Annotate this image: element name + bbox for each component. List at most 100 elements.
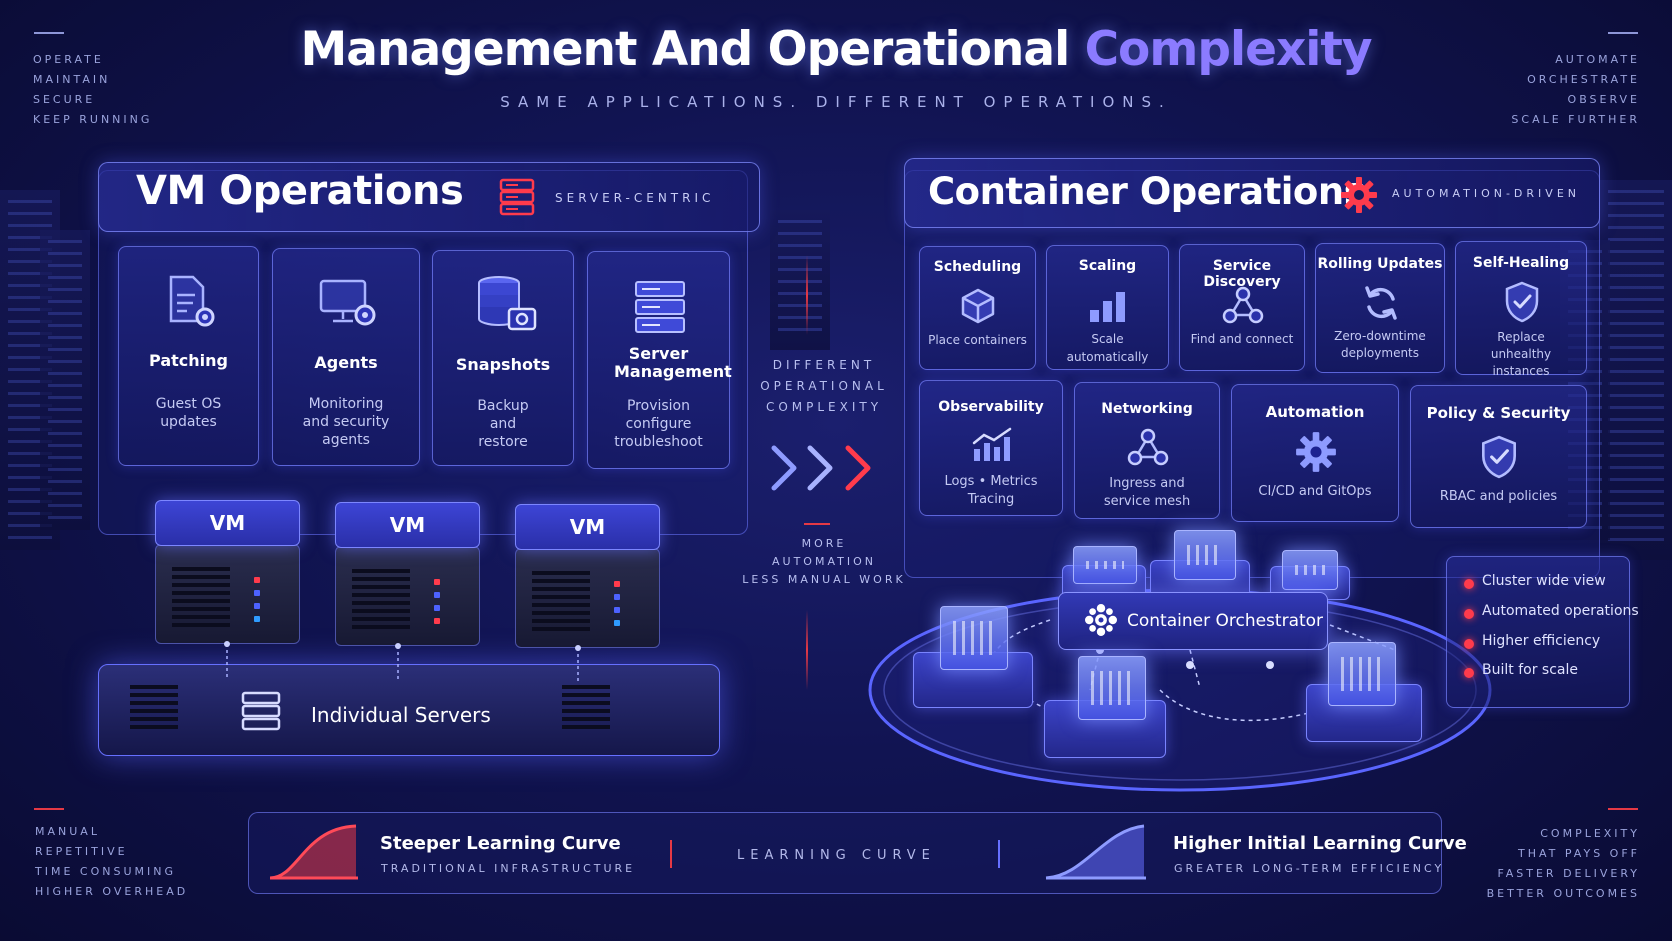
vm-led: [254, 603, 260, 609]
gear-icon: [1341, 177, 1377, 213]
card-description: Place containers: [928, 333, 1027, 347]
corner-word: THAT PAYS OFF: [1518, 847, 1640, 860]
bullet-dot: [1464, 639, 1474, 649]
container-card-policy-security: Policy & Security RBAC and policies: [1410, 385, 1587, 528]
corner-word: KEEP RUNNING: [33, 113, 153, 126]
vm-led: [254, 616, 260, 622]
container-card-self-healing: Self-Healing Replace unhealthy instances: [1455, 241, 1587, 378]
card-description: Ingress and service mesh: [1103, 476, 1191, 509]
container-cube: [1078, 656, 1146, 720]
divider-line: [806, 610, 808, 690]
skyline-building: [770, 210, 830, 350]
vm-card-agents: Agents Monitoring and security agents: [272, 248, 420, 466]
card-description: Guest OS updates: [155, 396, 222, 430]
vm-server: [155, 544, 300, 644]
vm-card-server-management: Server Management Provision configure tr…: [587, 251, 732, 469]
vm-led: [434, 579, 440, 585]
platform-vent: [562, 685, 610, 729]
card-title: Scheduling: [933, 259, 1022, 275]
corner-word: OBSERVE: [1567, 93, 1640, 106]
card-description: Find and connect: [1190, 332, 1294, 346]
corner-bottom-left: MANUAL REPETITIVE TIME CONSUMING HIGHER …: [35, 822, 188, 902]
card-title: Snapshots: [455, 355, 551, 374]
corner-word: OPERATE: [33, 53, 104, 66]
vm-label: VM: [155, 500, 300, 546]
page-subtitle: SAME APPLICATIONS. DIFFERENT OPERATIONS.: [500, 93, 1172, 111]
individual-servers-platform: [98, 664, 720, 756]
trend-chart-icon: [972, 427, 1012, 461]
card-description: Zero-downtime deployments: [1334, 329, 1426, 360]
container-cube: [1073, 546, 1137, 584]
vm-led: [614, 594, 620, 600]
corner-bottom-right: COMPLEXITY THAT PAYS OFF FASTER DELIVERY…: [1487, 824, 1640, 904]
vm-panel-tag: SERVER-CENTRIC: [555, 191, 715, 205]
gear-icon: [1296, 432, 1336, 472]
vm-led: [614, 620, 620, 626]
corner-dash: [1608, 808, 1638, 810]
learning-curve-bar: [248, 812, 1442, 894]
card-title: Observability: [938, 399, 1044, 415]
bar-divider-blue: [998, 840, 1000, 868]
card-description: Backup and restore: [477, 398, 529, 450]
container-cube: [1174, 530, 1236, 580]
corner-word: MANUAL: [35, 825, 100, 838]
vm-led: [434, 618, 440, 624]
container-card-observability: Observability Logs • Metrics Tracing: [919, 380, 1063, 516]
vm-grill: [172, 567, 230, 627]
vm-grill: [352, 569, 410, 629]
vm-led: [614, 607, 620, 613]
corner-top-left: OPERATE MAINTAIN SECURE KEEP RUNNING: [33, 50, 152, 130]
card-description: CI/CD and GitOps: [1258, 484, 1372, 499]
corner-word: FASTER DELIVERY: [1497, 867, 1640, 880]
card-description: Monitoring and security agents: [302, 396, 390, 448]
document-gear-icon: [169, 275, 215, 327]
platform-vent: [130, 685, 178, 729]
bullet-dot: [1464, 609, 1474, 619]
container-card-networking: Networking Ingress and service mesh: [1074, 382, 1220, 519]
corner-word: AUTOMATE: [1555, 53, 1640, 66]
vm-led: [254, 577, 260, 583]
container-card-rolling-updates: Rolling Updates Zero-downtime deployment…: [1315, 243, 1445, 373]
corner-word: BETTER OUTCOMES: [1486, 887, 1640, 900]
benefit-item: Automated operations: [1482, 603, 1639, 619]
card-title: Automation: [1265, 403, 1365, 421]
learning-curve-center-label: LEARNING CURVE: [737, 848, 936, 863]
platform-label: Individual Servers: [311, 703, 491, 727]
container-panel-tag: AUTOMATION-DRIVEN: [1392, 187, 1580, 200]
bar-chart-icon: [1090, 292, 1125, 322]
container-panel-title: Container Operations: [928, 170, 1366, 213]
server-stack-icon: [499, 178, 535, 216]
container-card-scaling: Scaling Scale automatically: [1046, 245, 1169, 370]
card-title: Self-Healing: [1472, 255, 1570, 271]
corner-word: SCALE FURTHER: [1511, 113, 1640, 126]
vm-label: VM: [515, 504, 660, 550]
container-card-scheduling: Scheduling Place containers: [919, 246, 1036, 370]
corner-word: MAINTAIN: [33, 73, 111, 86]
container-card-service-discovery: Service Discovery Find and connect: [1179, 244, 1305, 371]
corner-word: COMPLEXITY: [1540, 827, 1640, 840]
vm-panel-title: VM Operations: [136, 168, 464, 214]
card-description: Logs • Metrics Tracing: [944, 474, 1038, 507]
vm-card-patching: Patching Guest OS updates: [118, 246, 259, 466]
right-curve-subtitle: GREATER LONG-TERM EFFICIENCY: [1174, 862, 1445, 875]
card-title: Server Management: [614, 344, 732, 381]
left-curve-subtitle: TRADITIONAL INFRASTRUCTURE: [381, 862, 636, 875]
database-camera-icon: [478, 276, 537, 331]
vm-label: VM: [335, 502, 480, 548]
bullet-dot: [1464, 579, 1474, 589]
corner-word: SECURE: [33, 93, 96, 106]
benefit-item: Built for scale: [1482, 662, 1578, 678]
vm-led: [254, 590, 260, 596]
middle-word: OPERATIONAL: [760, 379, 888, 393]
steep-curve-icon: [269, 824, 358, 880]
middle-word: LESS MANUAL WORK: [742, 573, 906, 586]
container-cube: [1328, 642, 1396, 706]
card-title: Policy & Security: [1426, 404, 1571, 422]
vm-panel-header: [98, 162, 760, 232]
bar-divider-red: [670, 840, 672, 868]
bullet-dot: [1464, 668, 1474, 678]
left-curve-title: Steeper Learning Curve: [380, 833, 621, 854]
card-description: Provision configure troubleshoot: [614, 398, 703, 450]
